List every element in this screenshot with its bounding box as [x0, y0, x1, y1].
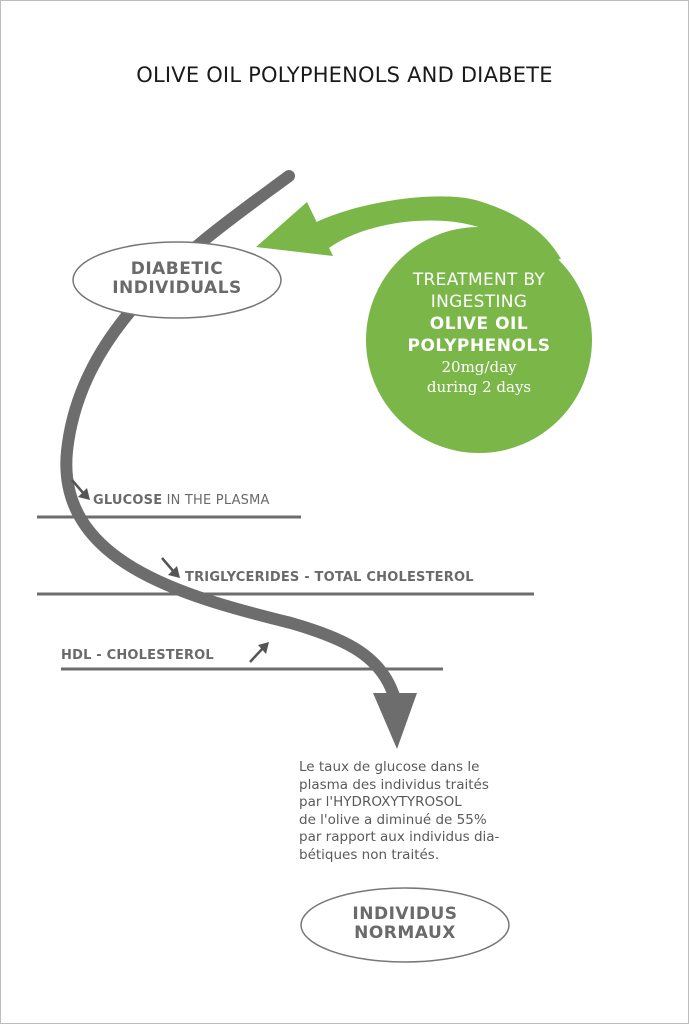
glucose-label-rest: IN THE PLASMA [162, 493, 270, 508]
treatment-dose: 20mg/day [441, 358, 517, 376]
normal-label-line1: INDIVIDUS [352, 904, 458, 924]
treatment-circle-shape [366, 227, 592, 453]
result-note: Le taux de glucose dans le plasma des in… [299, 759, 539, 864]
note-line: Le taux de glucose dans le [299, 759, 480, 775]
glucose-down-arrow-icon [71, 479, 90, 500]
glucose-label-bold: GLUCOSE [93, 493, 163, 508]
triglycerides-label: TRIGLYCERIDES - TOTAL CHOLESTEROL [185, 570, 474, 585]
treatment-line1: TREATMENT BY [412, 270, 546, 290]
note-line: par l'HYDROXYTYROSOL [299, 794, 462, 810]
normal-label-line2: NORMAUX [354, 923, 456, 943]
note-line: plasma des individus traités [299, 776, 489, 793]
glucose-label: GLUCOSE IN THE PLASMA [93, 493, 270, 508]
hdl-up-arrow-icon [249, 642, 269, 663]
diabetic-label-line1: DIABETIC [130, 259, 224, 279]
triglycerides-down-arrow-icon [161, 557, 180, 578]
treatment-duration: during 2 days [426, 378, 532, 396]
note-line: par rapport aux individus dia- [299, 829, 500, 845]
normal-individuals-label: INDIVIDUS NORMAUX [305, 905, 505, 943]
diabetic-individuals-label: DIABETIC INDIVIDUALS [77, 260, 277, 298]
diabetic-label-line2: INDIVIDUALS [112, 278, 242, 298]
treatment-arrow-band [303, 196, 561, 263]
treatment-line2: INGESTING [430, 292, 528, 312]
normal-oval-shape [300, 887, 510, 963]
main-arrow-head [373, 693, 417, 749]
treatment-line4: POLYPHENOLS [407, 336, 551, 356]
hdl-label: HDL - CHOLESTEROL [61, 648, 214, 663]
note-line: de l'olive a diminué de 55% [299, 811, 487, 828]
treatment-arrow-head [256, 202, 333, 256]
treatment-circle-text: TREATMENT BY INGESTING OLIVE OIL POLYPHE… [369, 269, 589, 397]
diabetic-oval-shape [72, 241, 282, 319]
treatment-line3: OLIVE OIL [429, 314, 529, 334]
hdl-label-bold: HDL - CHOLESTEROL [61, 648, 214, 663]
note-line: bétiques non traités. [299, 846, 440, 863]
page-title: OLIVE OIL POLYPHENOLS AND DIABETE [136, 63, 553, 87]
triglycerides-label-bold: TRIGLYCERIDES - TOTAL CHOLESTEROL [185, 570, 474, 585]
